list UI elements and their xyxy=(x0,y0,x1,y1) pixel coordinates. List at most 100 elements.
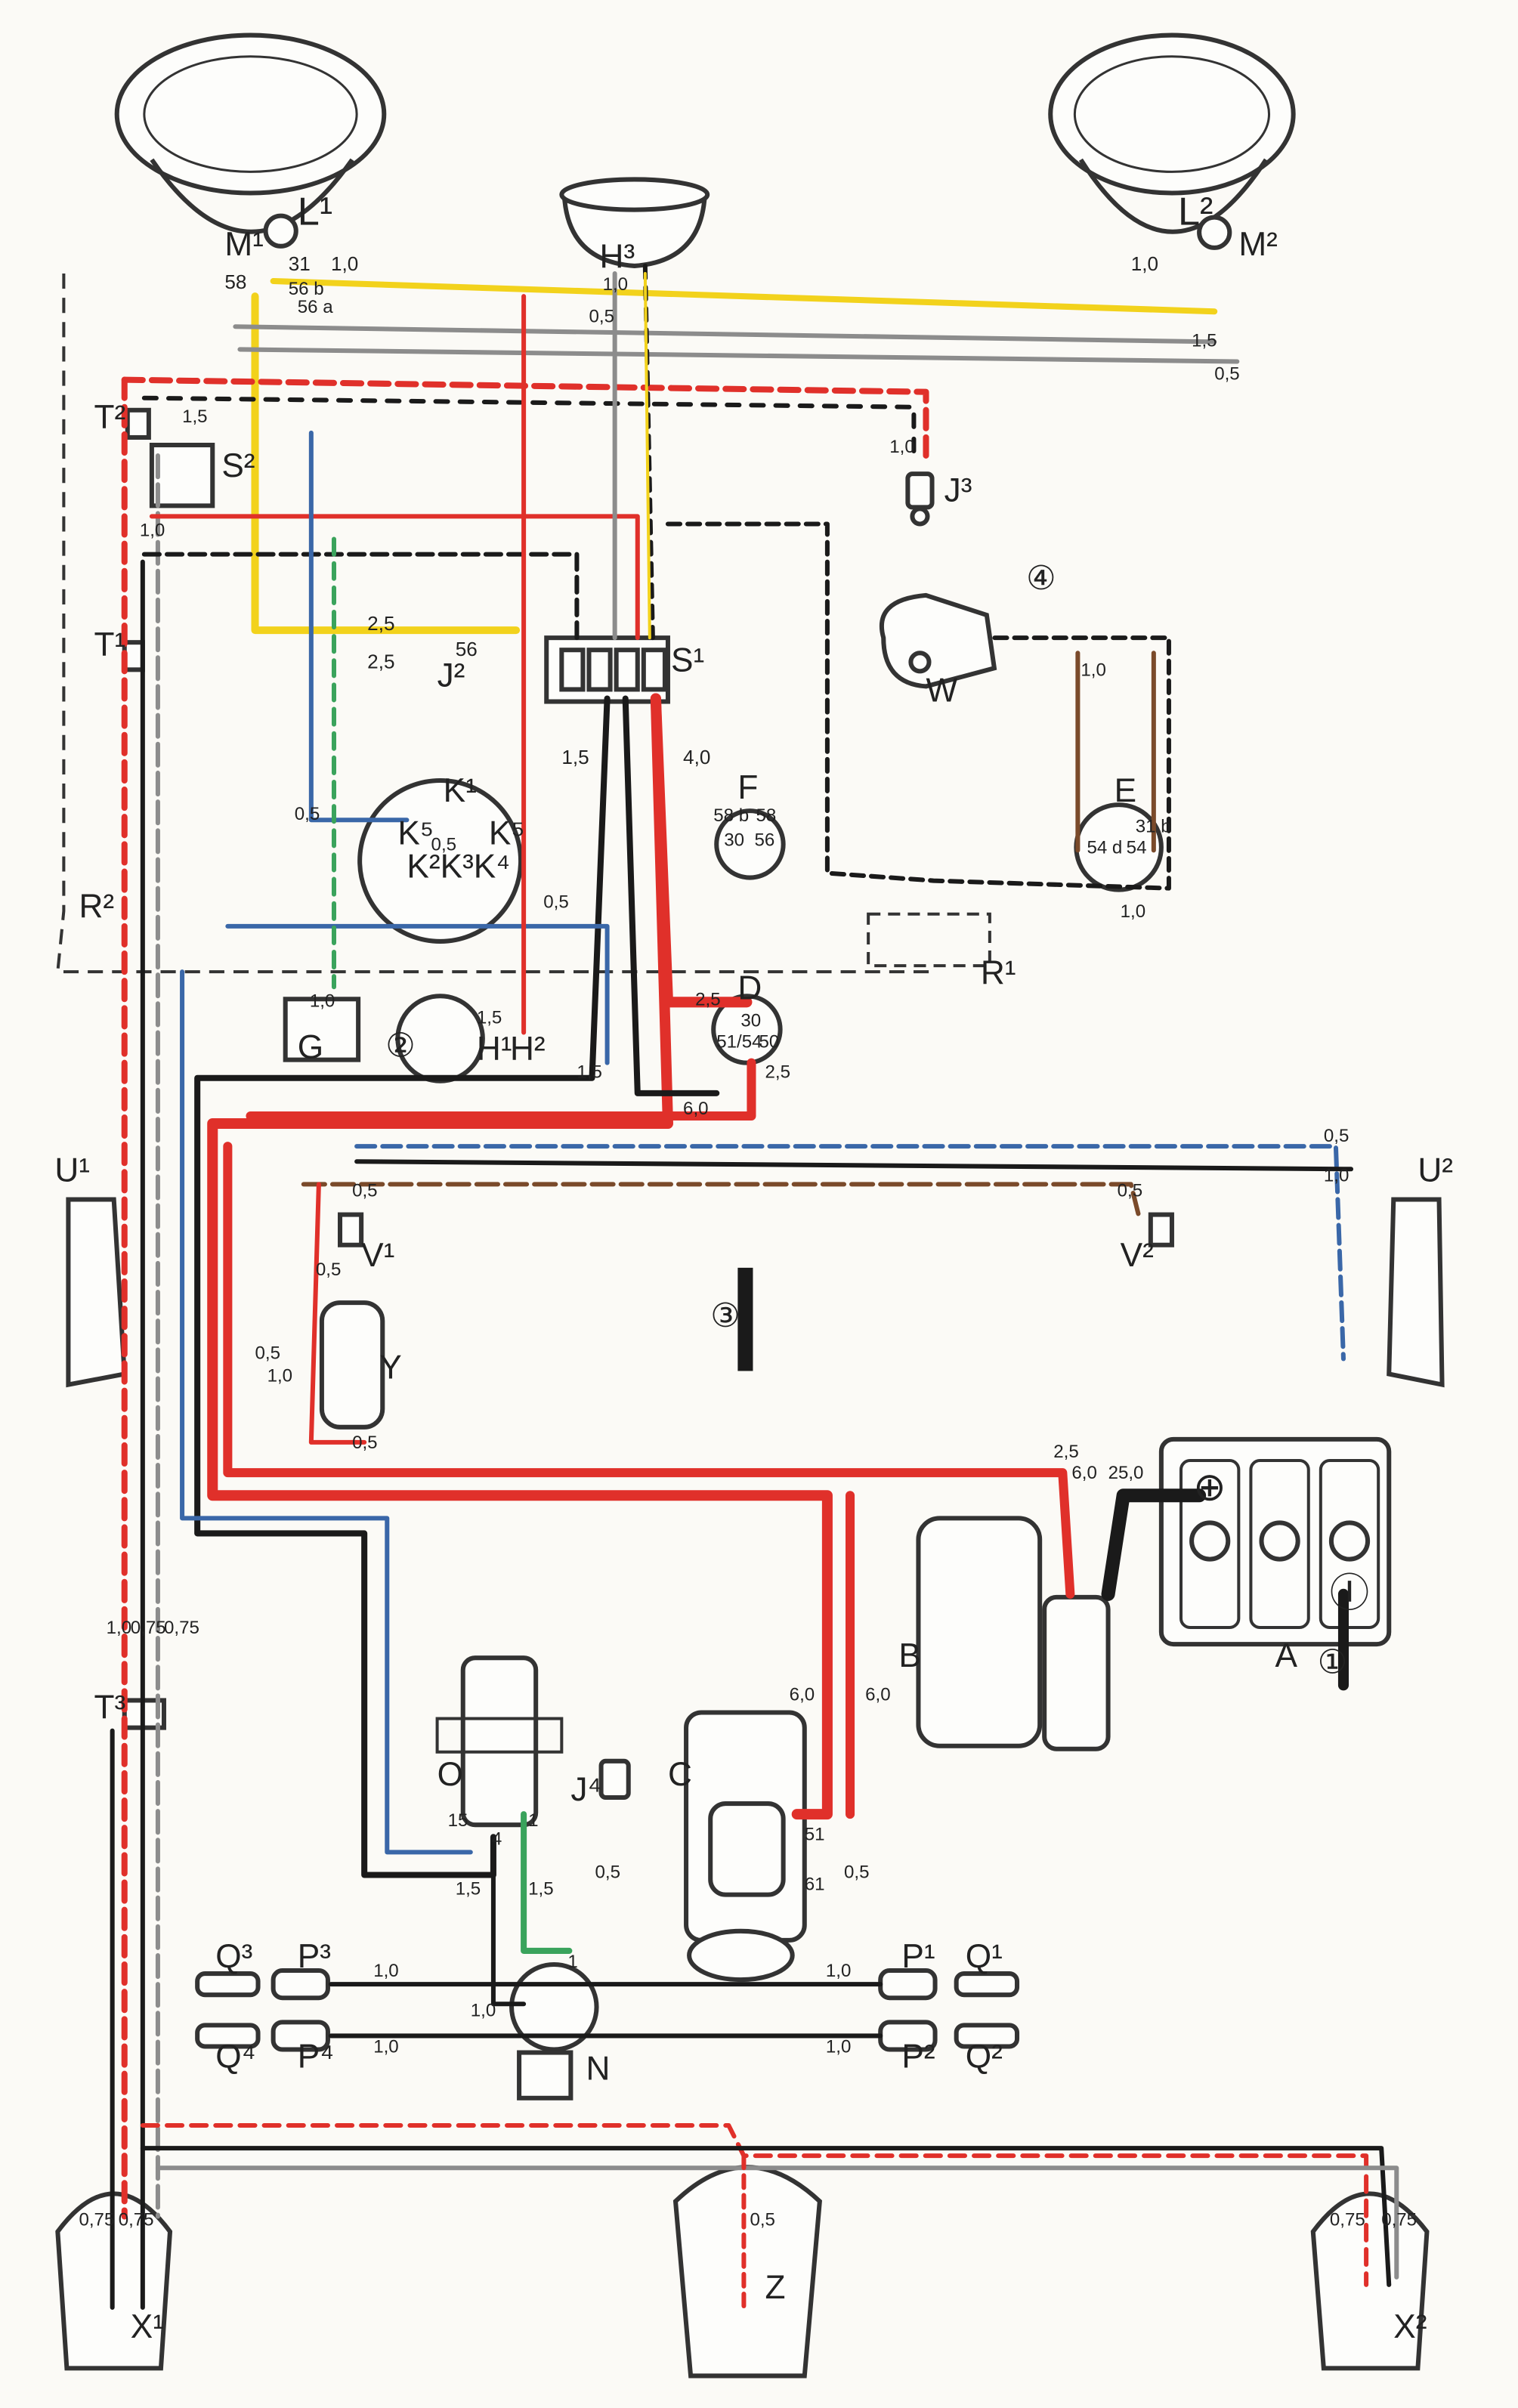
gauge-u2-black: 1,0 xyxy=(1324,1165,1350,1185)
label-L2: L² xyxy=(1178,190,1213,234)
license-light xyxy=(319,1300,385,1430)
gauge-v1: 0,5 xyxy=(352,1180,377,1201)
label-H3: H³ xyxy=(600,238,635,275)
gauge-wiper: 1,0 xyxy=(1081,660,1106,680)
terminal-31: 31 xyxy=(289,252,311,275)
gauge-oil: 1,0 xyxy=(889,437,915,457)
gauge-x2-a: 0,75 xyxy=(1330,2210,1365,2230)
gauge-dist: 1,0 xyxy=(471,2000,496,2020)
gauge-batt-60: 6,0 xyxy=(1071,1463,1097,1483)
terminal-4: 4 xyxy=(492,1828,502,1849)
temp-switch xyxy=(598,1758,631,1801)
gauge-highbeam: 2,5 xyxy=(367,612,394,635)
fuse-box xyxy=(544,635,670,704)
label-B: B xyxy=(898,1637,920,1674)
gauge-fuse-red: 4,0 xyxy=(683,746,710,768)
dome-light-right xyxy=(1148,1212,1174,1247)
label-T3: T³ xyxy=(94,1689,126,1726)
gauge-horn-btn: 1,5 xyxy=(477,1007,502,1028)
antenna-lead xyxy=(56,273,934,974)
gauge-ign-in: 2,5 xyxy=(695,989,721,1009)
gauge-x1-b: 0,75 xyxy=(119,2210,154,2230)
gauge-ign-start: 2,5 xyxy=(765,1062,790,1083)
terminal-54: 54 xyxy=(1127,837,1147,858)
label-P4: P⁴ xyxy=(298,2039,334,2076)
label-Q2: Q² xyxy=(966,2039,1003,2076)
label-F: F xyxy=(737,769,758,806)
gauge-ign-black: 1,5 xyxy=(577,1062,602,1083)
gauge-batt-25: 2,5 xyxy=(1053,1442,1079,1462)
terminal-51: 51 xyxy=(805,1824,825,1844)
label-A: A xyxy=(1275,1637,1298,1674)
gauge-j4: 0,5 xyxy=(595,1862,621,1882)
gauge-t3-c: 0,75 xyxy=(164,1618,199,1638)
gauge-starter-60: 6,0 xyxy=(865,1684,891,1705)
spark-plugs xyxy=(195,1968,1020,2052)
label-W: W xyxy=(926,672,957,709)
terminal-31b: 31 b xyxy=(1136,816,1171,836)
turn-signal-switch xyxy=(283,997,361,1062)
gauge-fuse: 1,5 xyxy=(561,746,589,768)
gauge-gen-60: 6,0 xyxy=(790,1684,815,1705)
gauge-gen-61: 0,5 xyxy=(844,1862,870,1882)
label-S2: S² xyxy=(221,447,255,484)
label-V2: V² xyxy=(1121,1237,1154,1274)
ground-strap xyxy=(737,1267,753,1371)
wiring xyxy=(110,263,1399,2311)
battery xyxy=(1158,1436,1392,1647)
label-M2: M² xyxy=(1238,226,1278,263)
gauge-s2-out: 1,0 xyxy=(140,521,165,541)
label-V1: V¹ xyxy=(361,1237,394,1274)
terminal-56: 56 xyxy=(456,638,478,660)
label-R2: R² xyxy=(79,888,114,925)
marker-3: ③ xyxy=(710,1297,740,1334)
label-T1: T¹ xyxy=(94,626,126,663)
label-K1: K¹ xyxy=(444,772,477,809)
label-E: E xyxy=(1115,772,1136,809)
label-J3: J³ xyxy=(944,471,972,508)
gauge-u2-blue: 0,5 xyxy=(1324,1126,1350,1146)
label-K5a: K⁵ xyxy=(397,815,434,852)
gauge-u1: 0,5 xyxy=(255,1343,281,1363)
connector-t2 xyxy=(125,407,151,440)
dome-light-left xyxy=(338,1212,364,1247)
gauge-s2: 1,5 xyxy=(182,406,208,427)
label-K4: K⁴ xyxy=(474,849,510,886)
terminal-56a: 56 a xyxy=(298,297,333,317)
gauge-coil-15: 1,5 xyxy=(456,1879,481,1900)
terminal-30: 30 xyxy=(724,830,744,850)
battery-plus: ⊕ xyxy=(1193,1465,1226,1509)
label-D: D xyxy=(737,969,762,1006)
terminal-61: 61 xyxy=(805,1875,825,1895)
marker-1: ① xyxy=(1318,1643,1348,1680)
gauge-g: 1,0 xyxy=(310,991,335,1011)
turn-signal-left xyxy=(66,1197,127,1388)
gauge-headlight-right: 1,0 xyxy=(1131,252,1158,275)
label-U1: U¹ xyxy=(54,1151,90,1189)
terminal-58-dimmer: 58 xyxy=(756,805,776,826)
terminal-15: 15 xyxy=(448,1810,468,1831)
dimmer-switch xyxy=(714,808,786,880)
gauge-plug-3: 1,0 xyxy=(373,1961,399,1981)
headlight-left xyxy=(114,32,387,249)
gauge-v2: 0,5 xyxy=(1118,1180,1143,1201)
label-H2: H² xyxy=(510,1031,546,1068)
headlight-right xyxy=(1048,32,1296,250)
oil-pressure-switch xyxy=(905,471,935,527)
gauge-z: 0,5 xyxy=(750,2210,775,2230)
gauge-plug-1: 1,0 xyxy=(826,1961,852,1981)
gauge-wiper-sw: 1,0 xyxy=(1121,901,1146,922)
gauge-plug-4: 1,0 xyxy=(373,2037,399,2057)
label-Q4: Q⁴ xyxy=(215,2039,255,2076)
label-X1: X¹ xyxy=(131,2308,164,2345)
generator xyxy=(684,1710,807,1983)
terminal-30-ign: 30 xyxy=(740,1010,761,1031)
gauge-plug-2: 1,0 xyxy=(826,2037,852,2057)
label-L1: L¹ xyxy=(298,190,332,234)
label-Q3: Q³ xyxy=(215,1938,252,1975)
gauge-batt-250: 25,0 xyxy=(1108,1463,1144,1483)
gauge-t3-a: 1,0 xyxy=(107,1618,131,1638)
gauge-lowbeam: 2,5 xyxy=(367,650,394,672)
ignition-coil xyxy=(435,1655,564,1828)
wiper-motor xyxy=(879,592,997,689)
